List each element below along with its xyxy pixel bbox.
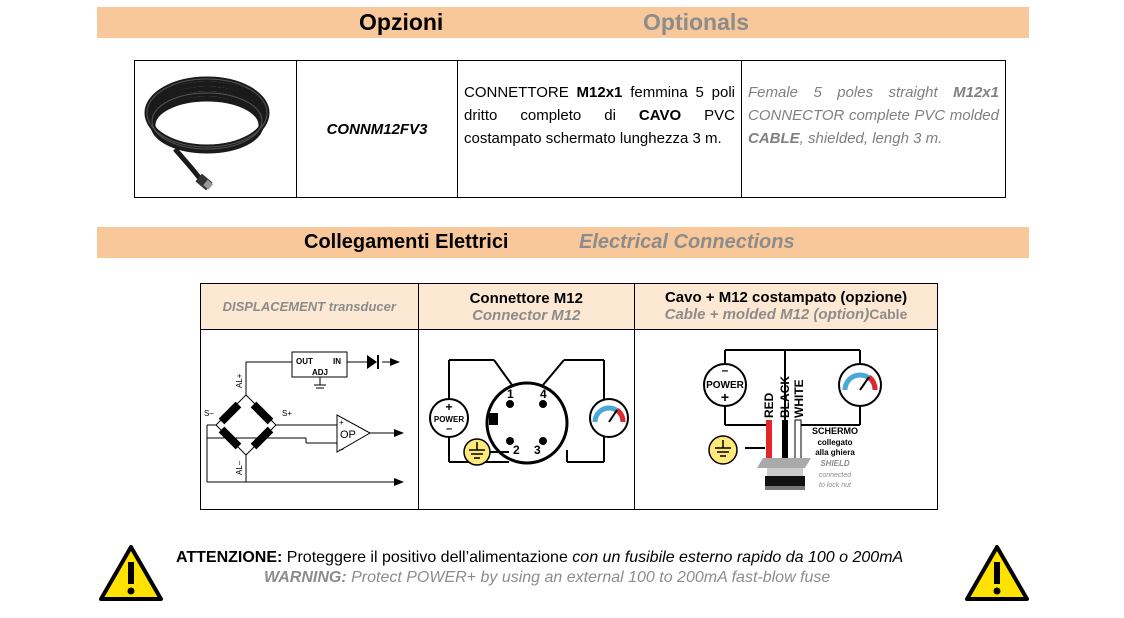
col-cable-header: Cavo + M12 costampato (opzione) Cable + … [634,283,938,330]
svg-text:+: + [721,389,729,405]
m12-connector-cell: 1 4 2 3 + POWER – [417,329,635,510]
svg-text:+: + [446,400,453,414]
pin-1-label: 1 [507,387,514,401]
shield-label: SHIELD [820,459,850,468]
option-description-en: Female 5 poles straight M12x1 CONNECTOR … [741,60,1006,198]
pin-3-label: 3 [534,443,541,457]
label-s-plus: S+ [282,409,292,418]
table-row: CONNM12FV3 CONNETTORE M12x1 femmina 5 po… [134,60,1006,198]
wire-red-label: RED [762,392,776,418]
ground-icon [708,435,738,465]
warning-icon [99,545,163,601]
label-out: OUT [296,357,313,366]
cable-image-cell [134,60,297,198]
warning-icon [965,545,1029,601]
svg-text:–: – [446,423,452,435]
connections-header-band: Collegamenti Elettrici Electrical Connec… [97,227,1029,258]
table-row: OUT IN ADJ AL+ AL– S– S+ OP + – [200,329,938,510]
wire-black-label: BLACK [778,376,792,418]
cable-wiring-diagram: RED BLACK WHITE – POWER + [703,349,882,490]
label-al-plus: AL+ [235,373,244,388]
cable-coil-image [144,76,270,191]
schermo-label: SCHERMO [812,426,858,436]
label-al-minus: AL– [235,460,244,475]
options-table: CONNM12FV3 CONNETTORE M12x1 femmina 5 po… [134,60,1006,198]
connections-title-it: Collegamenti Elettrici [304,231,509,253]
option-code: CONNM12FV3 [296,60,458,198]
label-opamp-minus: – [339,445,344,454]
transducer-schematic: OUT IN ADJ AL+ AL– S– S+ OP + – [204,351,404,486]
options-title-it: Opzioni [359,9,444,35]
gauge-icon [838,363,882,407]
to-lock-nut-label: to lock nut [819,482,852,489]
svg-text:POWER: POWER [434,415,464,424]
svg-text:–: – [722,363,729,377]
label-op: OP [340,429,356,441]
pin-4-label: 4 [540,387,547,401]
connections-table: DISPLACEMENT transducer Connettore M12 C… [200,283,938,510]
cable-option-cell: RED BLACK WHITE – POWER + [634,329,938,510]
col-displacement-header: DISPLACEMENT transducer [200,283,419,330]
table-row: DISPLACEMENT transducer Connettore M12 C… [200,283,938,330]
label-opamp-plus: + [339,418,344,427]
warning-english: WARNING: Protect POWER+ by using an exte… [264,569,831,586]
connected-label: connected [819,472,852,479]
label-in: IN [333,357,341,366]
option-description-it: CONNETTORE M12x1 femmina 5 poli dritto c… [457,60,742,198]
label-s-minus: S– [204,409,214,418]
collegato-label: collegato [817,438,852,447]
options-title-en: Optionals [643,9,750,35]
connections-title-en: Electrical Connections [579,231,795,253]
warning-text: ATTENZIONE: Proteggere il positivo dell’… [176,549,976,587]
warning-italian: ATTENZIONE: Proteggere il positivo dell’… [176,549,904,566]
alla-ghiera-label: alla ghiera [815,448,855,457]
power-icon [429,398,470,438]
power-icon [703,363,747,407]
wire-white-label: WHITE [792,379,806,418]
svg-text:POWER: POWER [706,380,745,391]
options-header-band: Opzioni Optionals [97,7,1029,38]
transducer-schematic-cell: OUT IN ADJ AL+ AL– S– S+ OP + – [200,329,419,510]
label-adj: ADJ [312,368,328,377]
m12-connector-diagram: 1 4 2 3 + POWER – [429,359,630,466]
col-connector-header: Connettore M12 Connector M12 [417,283,635,330]
pin-2-label: 2 [513,443,520,457]
